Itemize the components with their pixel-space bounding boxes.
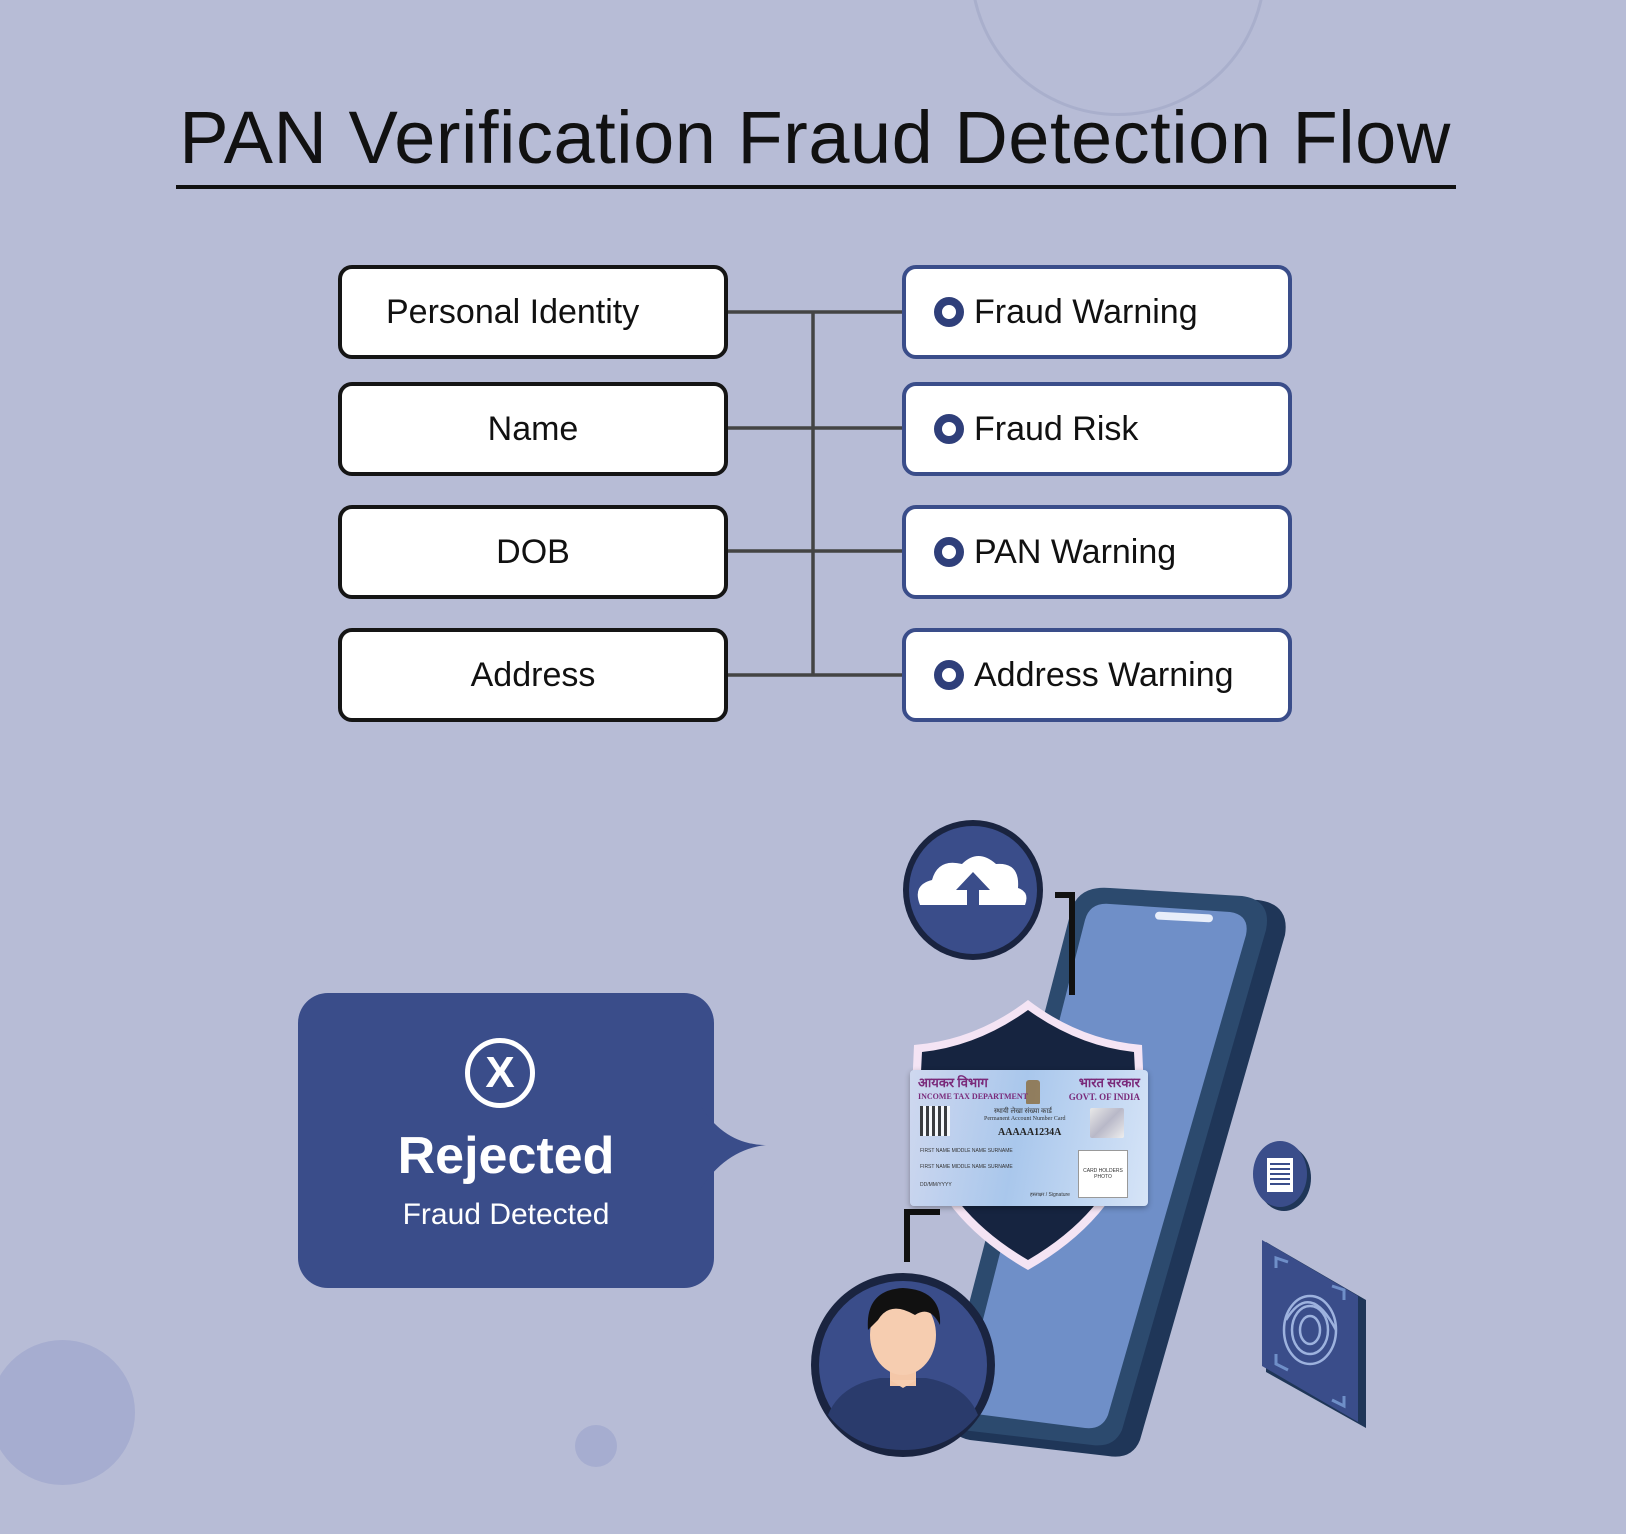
result-status: Rejected bbox=[397, 1127, 615, 1185]
pan-card-govt: GOVT. OF INDIA bbox=[1068, 1092, 1140, 1102]
output-label: PAN Warning bbox=[974, 532, 1177, 571]
radio-bullet-icon bbox=[934, 537, 964, 567]
pan-card-dept: INCOME TAX DEPARTMENT bbox=[918, 1092, 1028, 1101]
pan-card-number: AAAAA1234A bbox=[998, 1127, 1062, 1138]
pan-card-father-name: FIRST NAME MIDDLE NAME SURNAME bbox=[920, 1164, 1013, 1170]
cloud-upload-icon bbox=[903, 820, 1043, 960]
hologram-icon bbox=[1090, 1108, 1124, 1138]
decor-dot bbox=[575, 1425, 617, 1467]
input-label: DOB bbox=[496, 532, 570, 571]
document-icon bbox=[1253, 1141, 1311, 1211]
output-label: Fraud Risk bbox=[974, 409, 1139, 448]
pan-card-dob: DD/MM/YYYY bbox=[920, 1182, 952, 1188]
pan-card-title: Permanent Account Number Card bbox=[984, 1116, 1066, 1122]
pan-card-hindi-govt: भारत सरकार bbox=[1078, 1075, 1140, 1090]
input-label: Personal Identity bbox=[386, 292, 640, 331]
pan-card-signature: हस्ताक्षर / Signature bbox=[1030, 1192, 1070, 1198]
output-fraud-risk: Fraud Risk bbox=[902, 382, 1292, 476]
output-address-warning: Address Warning bbox=[902, 628, 1292, 722]
page-title: PAN Verification Fraud Detection Flow bbox=[179, 96, 1451, 179]
connector-user bbox=[904, 1209, 940, 1262]
input-address: Address bbox=[338, 628, 728, 722]
output-label: Fraud Warning bbox=[974, 292, 1198, 331]
radio-bullet-icon bbox=[934, 660, 964, 690]
qr-code-icon bbox=[920, 1106, 950, 1136]
output-label: Address Warning bbox=[974, 655, 1234, 694]
decor-circle-solid bbox=[0, 1340, 135, 1485]
pan-card: आयकर विभाग भारत सरकार INCOME TAX DEPARTM… bbox=[910, 1070, 1148, 1206]
bubble-tail bbox=[700, 1105, 766, 1190]
fingerprint-icon bbox=[1262, 1240, 1366, 1428]
result-detail: Fraud Detected bbox=[402, 1198, 610, 1231]
radio-bullet-icon bbox=[934, 414, 964, 444]
input-name: Name bbox=[338, 382, 728, 476]
input-personal-identity: Personal Identity bbox=[338, 265, 728, 359]
national-emblem-icon bbox=[1026, 1080, 1040, 1104]
connector-cloud bbox=[1055, 892, 1075, 995]
title-underline bbox=[176, 185, 1456, 189]
user-avatar-icon bbox=[811, 1273, 995, 1457]
output-fraud-warning: Fraud Warning bbox=[902, 265, 1292, 359]
x-circle-icon: X bbox=[465, 1038, 535, 1108]
input-label: Name bbox=[487, 409, 579, 448]
pan-card-title-hindi: स्थायी लेखा संख्या कार्ड bbox=[994, 1107, 1052, 1115]
pan-card-name: FIRST NAME MIDDLE NAME SURNAME bbox=[920, 1148, 1013, 1154]
input-label: Address bbox=[470, 655, 596, 694]
input-dob: DOB bbox=[338, 505, 728, 599]
output-pan-warning: PAN Warning bbox=[902, 505, 1292, 599]
pan-card-photo: CARD HOLDERS PHOTO bbox=[1078, 1150, 1128, 1198]
pan-card-hindi-dept: आयकर विभाग bbox=[918, 1075, 988, 1090]
radio-bullet-icon bbox=[934, 297, 964, 327]
